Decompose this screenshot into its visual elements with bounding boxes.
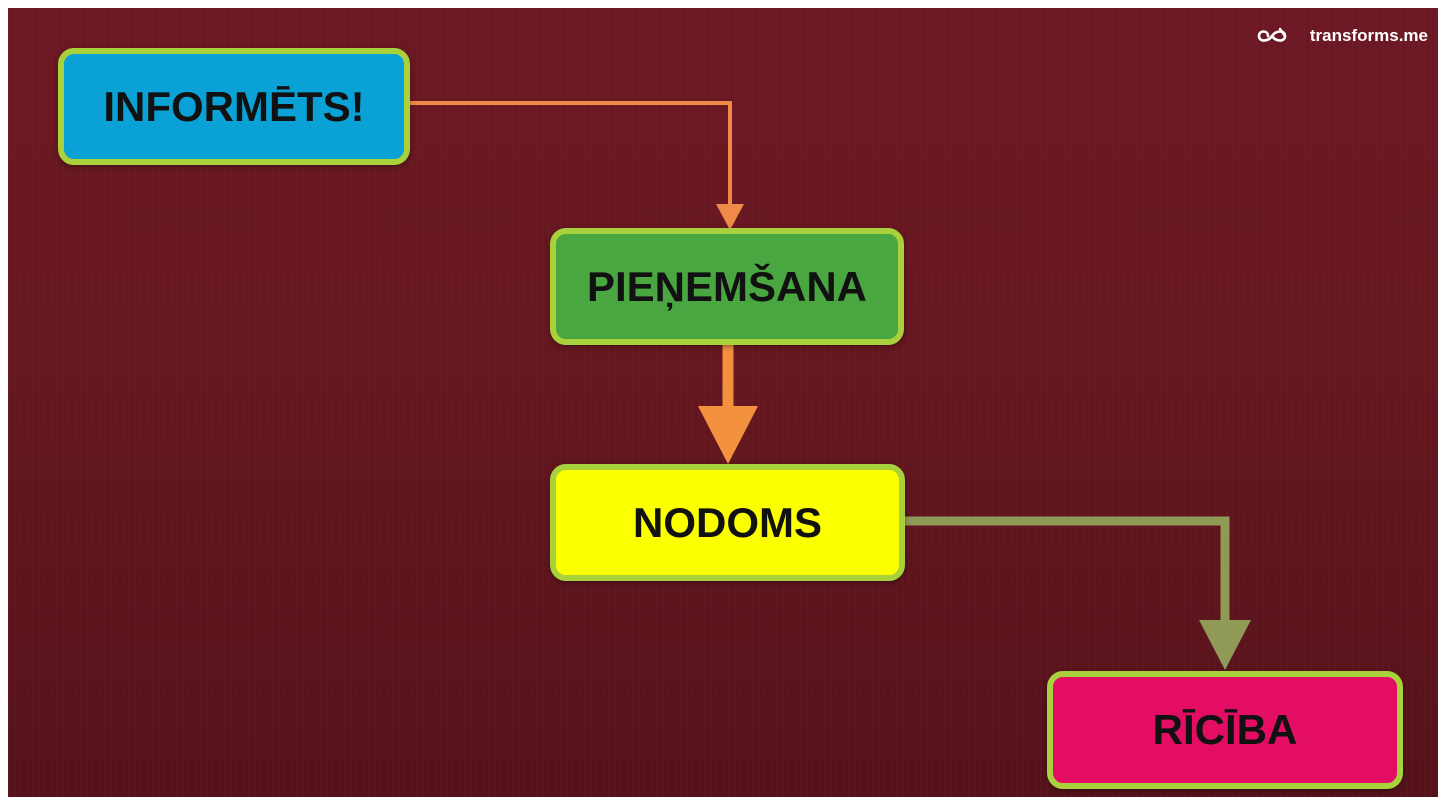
arrowhead-pienemsana: [716, 204, 744, 230]
diagram-canvas: INFORMĒTS! PIEŅEMŠANA NODOMS RĪCĪBA tran…: [8, 8, 1438, 797]
node-riciba-label: RĪCĪBA: [1152, 706, 1298, 753]
node-informets-label: INFORMĒTS!: [103, 82, 365, 130]
node-pienemsana-label: PIEŅEMŠANA: [586, 262, 868, 310]
node-informets: INFORMĒTS!: [58, 48, 410, 165]
edge-informets-to-pienemsana: [406, 101, 732, 208]
edge-nodoms-to-riciba: [903, 516, 1230, 624]
node-riciba: RĪCĪBA: [1047, 671, 1403, 789]
brand-logo: transforms.me: [1256, 26, 1428, 46]
connector-layer: [406, 101, 1251, 670]
node-nodoms: NODOMS: [550, 464, 905, 581]
infinity-icon: [1257, 27, 1287, 42]
node-pienemsana: PIEŅEMŠANA: [550, 228, 904, 345]
brand-name: transforms.me: [1309, 26, 1428, 45]
arrowhead-nodoms: [698, 406, 758, 464]
arrowhead-riciba: [1199, 620, 1251, 670]
node-nodoms-label: NODOMS: [633, 498, 822, 546]
